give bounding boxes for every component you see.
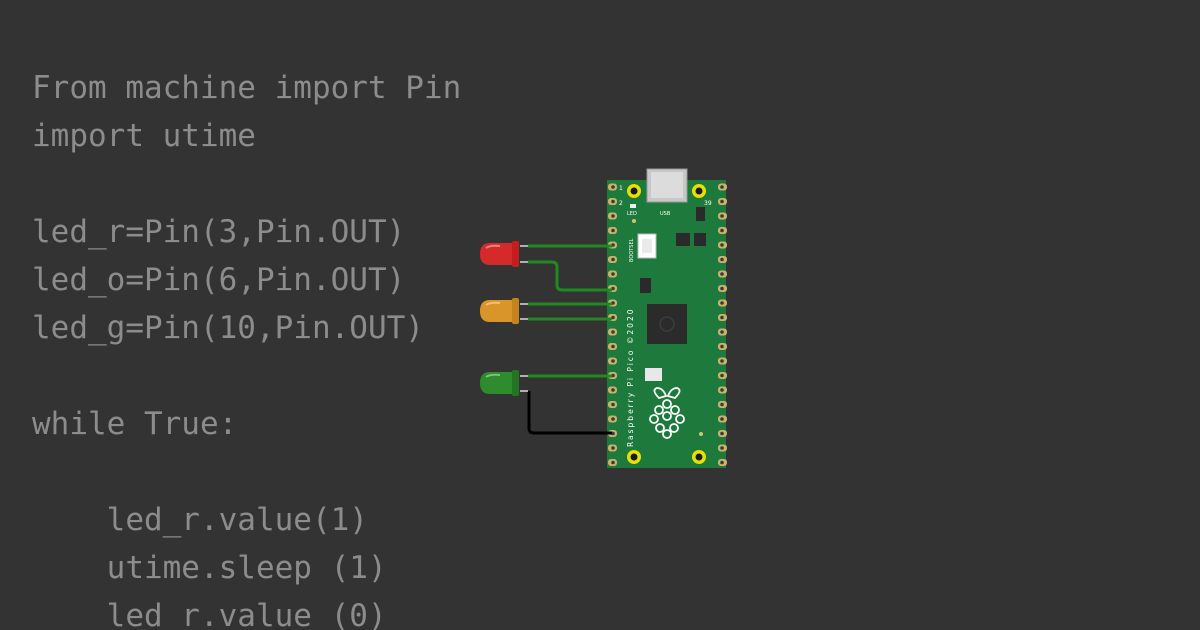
- led-orange-body: [480, 300, 516, 322]
- rp2040-chip: [647, 304, 687, 344]
- led-orange-rim: [512, 298, 519, 324]
- header-pin-hole: [720, 315, 724, 320]
- header-pin-hole: [720, 272, 724, 276]
- mounting-hole-center: [630, 453, 638, 461]
- pin-label-39: 39: [704, 200, 712, 207]
- pico-board: 1 2 39 LED USB BOOTSEL Raspberry Pi Pico…: [607, 168, 727, 468]
- header-pin-hole: [720, 431, 724, 436]
- code-line: import utime: [32, 118, 256, 154]
- raspberry-logo-icon: [649, 387, 685, 439]
- mounting-hole-center: [630, 187, 638, 195]
- smd-component: [640, 278, 651, 293]
- right-pin-header: [718, 183, 727, 466]
- header-pin-hole: [611, 431, 615, 436]
- header-pin-hole: [611, 344, 615, 349]
- header-pin-hole: [720, 301, 724, 305]
- header-pin-hole: [611, 199, 615, 204]
- header-pin-hole: [720, 330, 724, 334]
- board-name-label: Raspberry Pi Pico ©2020: [626, 308, 635, 448]
- header-pin-hole: [611, 373, 615, 378]
- header-pin-hole: [611, 460, 615, 465]
- pin-label-2: 2: [619, 200, 623, 207]
- smd-component: [676, 233, 690, 246]
- header-pin-hole: [611, 272, 615, 276]
- led-green-rim: [512, 370, 519, 396]
- header-pin-hole: [720, 446, 724, 450]
- code-line: while True:: [32, 406, 238, 442]
- header-pin-hole: [611, 446, 615, 450]
- header-pin-hole: [611, 402, 615, 407]
- bootsel-button-cap: [642, 239, 652, 253]
- header-pin-hole: [720, 214, 724, 218]
- header-pin-hole: [720, 388, 724, 392]
- test-point: [632, 219, 636, 223]
- usb-port-inner: [651, 172, 683, 198]
- header-pin-hole: [611, 330, 615, 334]
- header-pin-hole: [611, 359, 615, 363]
- code-line: From machine import Pin: [32, 70, 462, 106]
- code-line: [32, 352, 461, 400]
- bootsel-label: BOOTSEL: [629, 238, 635, 262]
- smd-component: [694, 233, 706, 246]
- header-pin-hole: [720, 228, 724, 233]
- code-line: led_r.value (0): [32, 598, 387, 630]
- header-pin-hole: [611, 286, 615, 291]
- test-point: [699, 432, 703, 436]
- wire-green-ground: [527, 391, 612, 435]
- header-pin-hole: [611, 243, 615, 247]
- code-listing: From machine import Pin import utime led_r…: [32, 64, 461, 630]
- header-pin-hole: [720, 460, 724, 465]
- header-pin-hole: [611, 388, 615, 392]
- header-pin-hole: [720, 199, 724, 204]
- header-pin-hole: [720, 185, 724, 189]
- onboard-led: [630, 204, 636, 208]
- header-pin-hole: [611, 417, 615, 421]
- header-pin-hole: [611, 301, 615, 305]
- header-pin-hole: [720, 257, 724, 262]
- header-pin-hole: [720, 402, 724, 407]
- code-line: [32, 160, 461, 208]
- circuit-diagram: 1 2 39 LED USB BOOTSEL Raspberry Pi Pico…: [480, 168, 727, 468]
- wires: [527, 244, 612, 435]
- code-line: led_g=Pin(10,Pin.OUT): [32, 310, 424, 346]
- led-red: [480, 241, 528, 267]
- code-line: led_o=Pin(6,Pin.OUT): [32, 262, 406, 298]
- mounting-hole-center: [695, 187, 703, 195]
- code-line: led_r.value(1): [32, 502, 368, 538]
- usb-label: USB: [660, 211, 671, 217]
- chip-logo: [659, 316, 675, 332]
- led-orange: [480, 298, 528, 324]
- mounting-hole-center: [695, 453, 703, 461]
- header-pin-hole: [611, 315, 615, 320]
- pin-label-1: 1: [619, 185, 623, 192]
- header-pin-hole: [720, 243, 724, 247]
- header-pin-hole: [611, 228, 615, 233]
- smd-component: [645, 368, 662, 381]
- header-pin-hole: [611, 185, 615, 189]
- header-pin-hole: [611, 257, 615, 262]
- header-pin-hole: [720, 344, 724, 349]
- code-line: utime.sleep (1): [32, 550, 387, 586]
- led-red-rim: [512, 241, 519, 267]
- wire-red-ground: [528, 260, 612, 292]
- header-pin-hole: [720, 417, 724, 421]
- header-pin-hole: [720, 286, 724, 291]
- led-green-body: [480, 372, 516, 394]
- header-pin-hole: [720, 373, 724, 378]
- led-label: LED: [627, 211, 637, 217]
- smd-component: [696, 207, 705, 221]
- led-red-body: [480, 243, 516, 265]
- led-green: [480, 370, 528, 396]
- code-line: led_r=Pin(3,Pin.OUT): [32, 214, 406, 250]
- header-pin-hole: [720, 359, 724, 363]
- code-line: [32, 448, 461, 496]
- header-pin-hole: [611, 214, 615, 218]
